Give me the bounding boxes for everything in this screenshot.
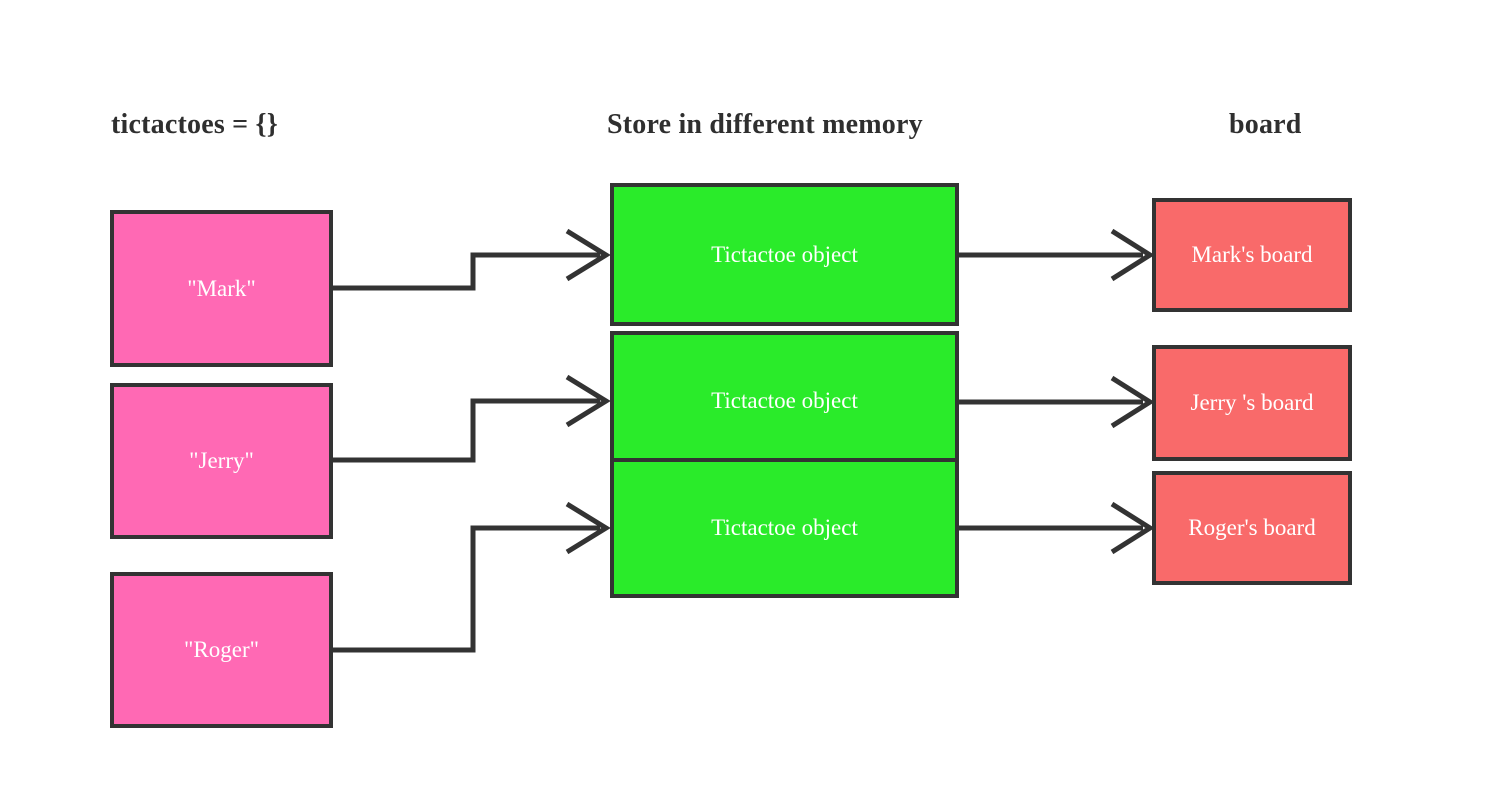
arrowhead-object-1-in bbox=[565, 228, 611, 282]
connector-jerry-to-object-2 bbox=[333, 398, 600, 463]
object-box-1[interactable]: Tictactoe object bbox=[610, 183, 959, 326]
object-box-3[interactable]: Tictactoe object bbox=[610, 458, 959, 598]
key-box-mark[interactable]: "Mark" bbox=[110, 210, 333, 367]
heading-board: board bbox=[1229, 109, 1302, 140]
key-label-mark: "Mark" bbox=[187, 275, 256, 301]
key-label-jerry: "Jerry" bbox=[189, 448, 254, 474]
board-box-mark[interactable]: Mark's board bbox=[1152, 198, 1352, 312]
object-label-1: Tictactoe object bbox=[711, 241, 858, 267]
board-label-mark: Mark's board bbox=[1191, 242, 1313, 268]
arrowhead-board-jerry-in bbox=[1110, 375, 1155, 429]
object-label-2: Tictactoe object bbox=[711, 387, 858, 413]
key-box-roger[interactable]: "Roger" bbox=[110, 572, 333, 728]
board-box-roger[interactable]: Roger's board bbox=[1152, 471, 1352, 585]
arrowhead-object-2-in bbox=[565, 374, 611, 428]
arrowhead-board-roger-in bbox=[1110, 501, 1155, 555]
object-box-2[interactable]: Tictactoe object bbox=[610, 331, 959, 470]
board-label-roger: Roger's board bbox=[1188, 515, 1316, 541]
board-label-jerry: Jerry 's board bbox=[1190, 390, 1314, 416]
heading-store-in-different-memory: Store in different memory bbox=[607, 109, 923, 140]
arrowhead-object-3-in bbox=[565, 501, 611, 555]
object-label-3: Tictactoe object bbox=[711, 515, 858, 541]
board-box-jerry[interactable]: Jerry 's board bbox=[1152, 345, 1352, 461]
heading-tictactoes-dict: tictactoes = {} bbox=[111, 109, 278, 140]
key-label-roger: "Roger" bbox=[184, 637, 259, 663]
key-box-jerry[interactable]: "Jerry" bbox=[110, 383, 333, 539]
connector-mark-to-object-1 bbox=[333, 252, 600, 291]
connector-roger-to-object-3 bbox=[333, 525, 600, 653]
arrowhead-board-mark-in bbox=[1110, 228, 1155, 282]
